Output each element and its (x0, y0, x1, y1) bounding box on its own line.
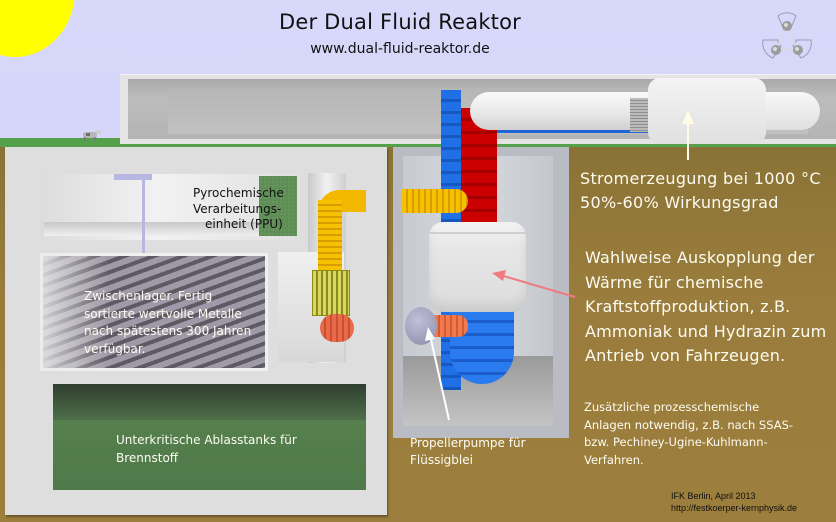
label-line: Zwischenlager. Fertig (84, 289, 213, 303)
cow-icon (83, 130, 101, 141)
label-ppu: Pyrochemische Verarbeitungs- einheit (PP… (193, 186, 284, 233)
ppu-crane (114, 174, 152, 180)
label-line: Verfahren. (584, 452, 644, 467)
label-line: einheit (PPU) (205, 217, 283, 231)
credit-org: IFK Berlin, April 2013 (671, 491, 756, 501)
label-line: nach spätestens 300 Jahren (84, 324, 252, 338)
label-line: Flüssigblei (410, 453, 473, 467)
label-line: 50%-60% Wirkungsgrad (580, 193, 779, 212)
turbine-tail (764, 92, 820, 130)
reactor-core-rim (429, 232, 526, 234)
hx-pipe-orange (320, 314, 354, 342)
arrow-to-pump (425, 327, 450, 421)
generator (648, 78, 766, 144)
label-propeller-pump: Propellerpumpe für Flüssigblei (410, 435, 526, 469)
label-line: Wärme für chemische (585, 272, 764, 292)
label-line: Pyrochemische (193, 186, 284, 200)
label-interim-storage: Zwischenlager. Fertig sortierte wertvoll… (84, 288, 251, 358)
drain-tanks-backwall (53, 384, 366, 420)
arrow-to-reactor (492, 270, 576, 298)
label-line: Wahlweise Auskopplung der (585, 248, 815, 267)
ppu-floor (44, 222, 296, 236)
label-line: Stromerzeugung bei 1000 °C (580, 169, 821, 188)
pump-pipe-orange (428, 315, 468, 337)
label-line: verfügbar. (84, 341, 146, 356)
secondary-pipe-yellow (402, 189, 468, 213)
storage-shading (40, 253, 268, 371)
label-line: Propellerpumpe für (410, 436, 526, 450)
label-heat-coupling: Wahlweise Auskopplung der Wärme für chem… (585, 246, 826, 369)
credit-link[interactable]: http://festkoerper-kernphysik.de (671, 502, 798, 513)
website-link[interactable]: www.dual-fluid-reaktor.de (310, 41, 490, 57)
dual-fluid-logo-icon (762, 12, 812, 59)
label-line: Unterkritische Ablasstanks für (116, 433, 297, 447)
credit: IFK Berlin, April 2013 http://festkoerpe… (671, 491, 797, 514)
label-line: sortierte wertvolle Metalle (84, 306, 242, 321)
diagram-title: Der Dual Fluid Reaktor (278, 10, 522, 34)
label-additional-plants: Zusätzliche prozesschemische Anlagen not… (584, 399, 793, 469)
label-line: Anlagen notwendig, z.B. nach SSAS- (584, 417, 794, 432)
label-line: Ammoniak und Hydrazin zum (585, 321, 827, 341)
crane-rod (142, 174, 145, 254)
label-drain-tanks: Unterkritische Ablasstanks für Brennstof… (116, 432, 297, 467)
ppu-unit (259, 176, 297, 236)
label-line: Verarbeitungs- (193, 201, 282, 216)
reactor-core (429, 222, 526, 312)
label-line: Kraftstoffproduktion, z.B. (585, 297, 791, 316)
label-line: Zusätzliche prozesschemische (584, 400, 760, 414)
label-line: Antrieb von Fahrzeugen. (585, 346, 786, 365)
label-power-generation: Stromerzeugung bei 1000 °C 50%-60% Wirku… (580, 167, 821, 215)
label-line: bzw. Pechiney-Ugine-Kuhlmann- (584, 435, 768, 449)
arrow-to-generator (682, 110, 694, 160)
heat-exchanger (312, 270, 350, 316)
label-line: Brennstoff (116, 450, 179, 465)
